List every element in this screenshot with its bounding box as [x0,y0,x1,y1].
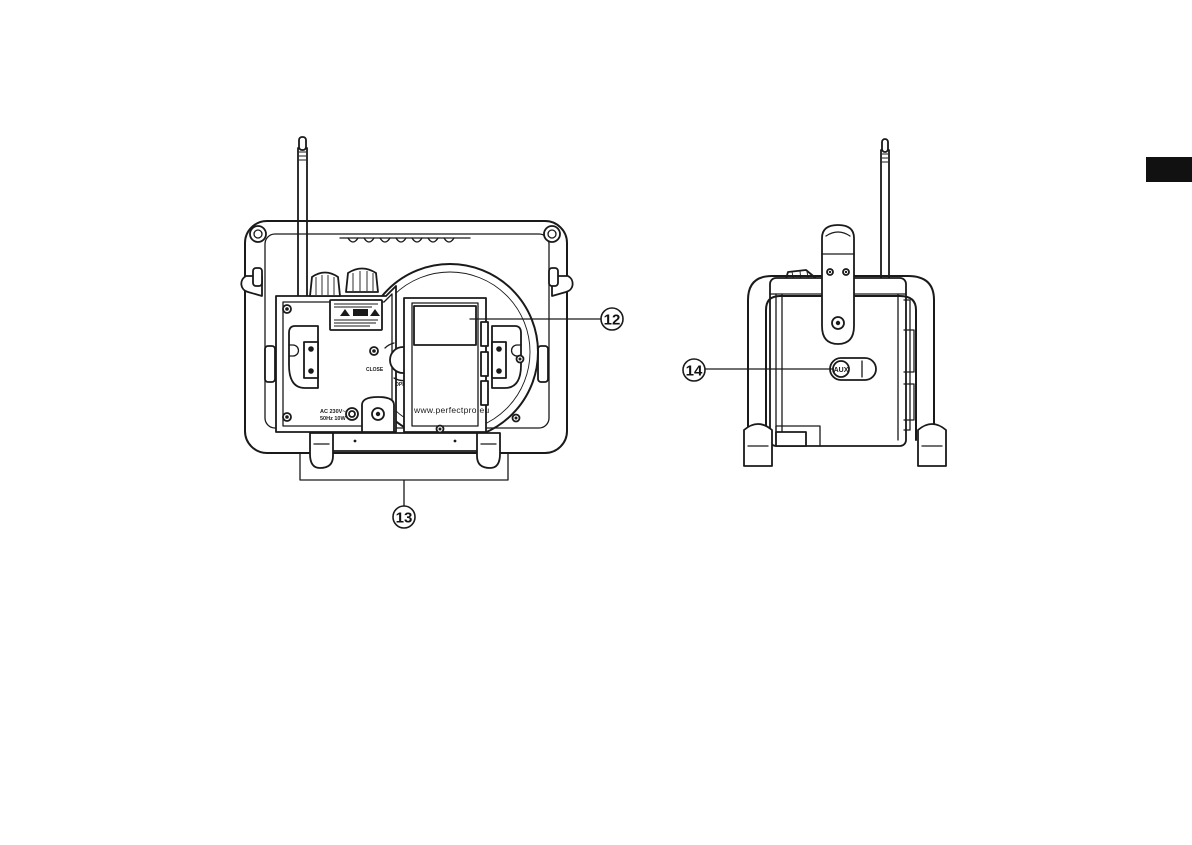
aux-port: AUX [830,358,876,380]
callout-14: 14 [683,359,705,381]
power-rating-line2: 50Hz 10W [320,416,346,422]
close-label: CLOSE [366,367,384,373]
callout-14-label: 14 [686,363,703,380]
language-tab-marker [1146,157,1192,182]
top-grille [340,238,470,242]
radio-rear-view: CLOSE OPEN AC 230V~ 50Hz 10W www.perfect… [241,137,600,506]
top-knobs [310,269,378,297]
side-handle [822,225,854,344]
warning-label [330,300,382,330]
callout-13: 13 [393,506,415,528]
brand-url: www.perfectpro.eu [413,405,490,415]
callout-12-label: 12 [604,312,621,329]
power-rating-line1: AC 230V~ [320,409,346,415]
side-antenna [881,139,889,282]
callout-13-label: 13 [396,510,413,527]
hanger-tab [362,397,394,432]
antenna [298,137,307,298]
aux-label: AUX [834,367,849,374]
battery-door: www.perfectpro.eu [404,298,490,432]
left-handle-recess [289,326,318,388]
callout-12: 12 [601,308,623,330]
radio-side-view: AUX [704,139,946,466]
bottom-stand [310,433,500,468]
